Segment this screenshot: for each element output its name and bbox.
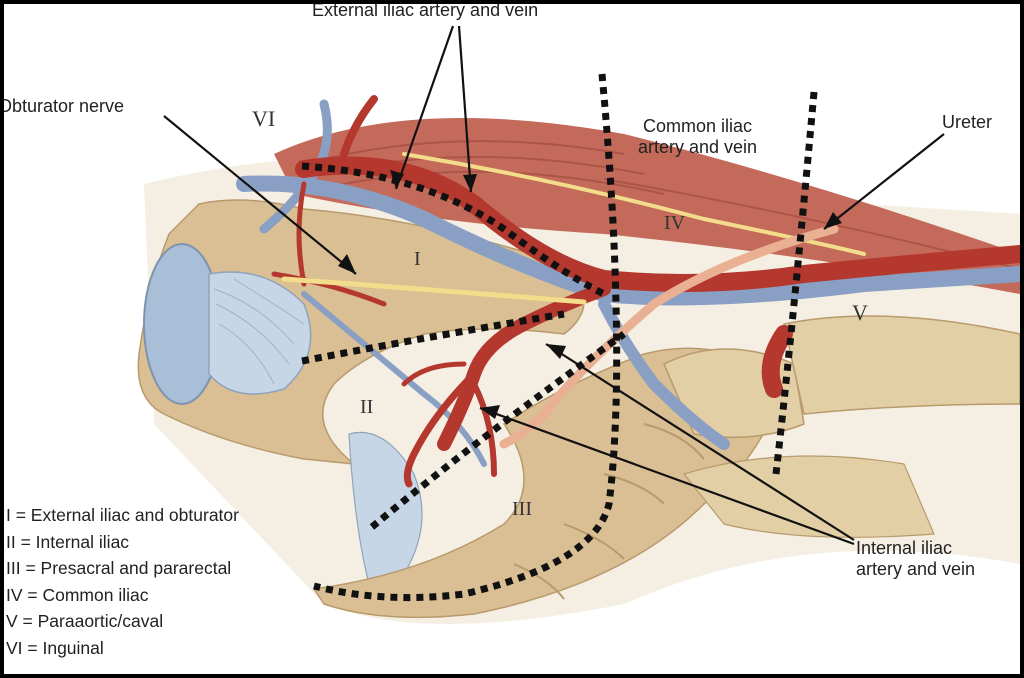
legend-item-iii: III = Presacral and pararectal xyxy=(6,558,232,578)
diagram-canvas: External iliac artery and vein Obturator… xyxy=(4,4,1020,674)
region-vi-marker: VI xyxy=(252,106,276,131)
pelvic-bone xyxy=(137,199,585,465)
label-common-iliac-line1: Common iliac xyxy=(643,116,753,136)
label-common-iliac: Common iliac artery and vein xyxy=(638,116,757,157)
lower-sacrum xyxy=(682,455,935,538)
legend-item-ii: II = Internal iliac xyxy=(6,531,130,552)
sacral-segments xyxy=(513,423,705,600)
region-v-marker: V xyxy=(852,300,868,325)
region-boundaries xyxy=(301,73,818,602)
legend: I = External iliac and obturator II = In… xyxy=(6,502,239,661)
label-ureter: Ureter xyxy=(942,112,993,132)
arteries xyxy=(271,95,1020,488)
sacrospinous-ligament xyxy=(348,431,423,585)
label-obturator-nerve: Obturator nerve xyxy=(4,96,125,116)
arrowheads xyxy=(338,170,842,419)
region-ii-marker: II xyxy=(360,396,374,418)
label-common-iliac-line2: artery and vein xyxy=(638,136,758,157)
psoas-muscle-stripes xyxy=(303,140,1020,270)
legend-item-v: V = Paraaortic/caval xyxy=(6,611,164,631)
region-iii-marker: III xyxy=(512,498,532,520)
label-internal-iliac: Internal iliac artery and vein xyxy=(856,538,975,579)
obturator-membrane-fibers xyxy=(213,278,305,385)
ureter-vessel xyxy=(499,224,839,449)
nerves xyxy=(281,152,866,305)
legend-item-i: I = External iliac and obturator xyxy=(6,505,239,525)
legend-item-vi: VI = Inguinal xyxy=(6,637,104,658)
label-external-iliac: External iliac artery and vein xyxy=(312,4,539,20)
region-i-marker: I xyxy=(414,248,421,270)
label-internal-iliac-line1: Internal iliac xyxy=(856,538,953,558)
sacrum xyxy=(312,347,785,619)
region-iv-marker: IV xyxy=(664,212,686,234)
pelvic-anatomy-illustration xyxy=(137,25,1020,624)
label-internal-iliac-line2: artery and vein xyxy=(856,558,976,579)
vertebra-l4 xyxy=(783,315,1020,415)
leader-lines xyxy=(163,25,945,546)
legend-item-iv: IV = Common iliac xyxy=(6,584,149,605)
